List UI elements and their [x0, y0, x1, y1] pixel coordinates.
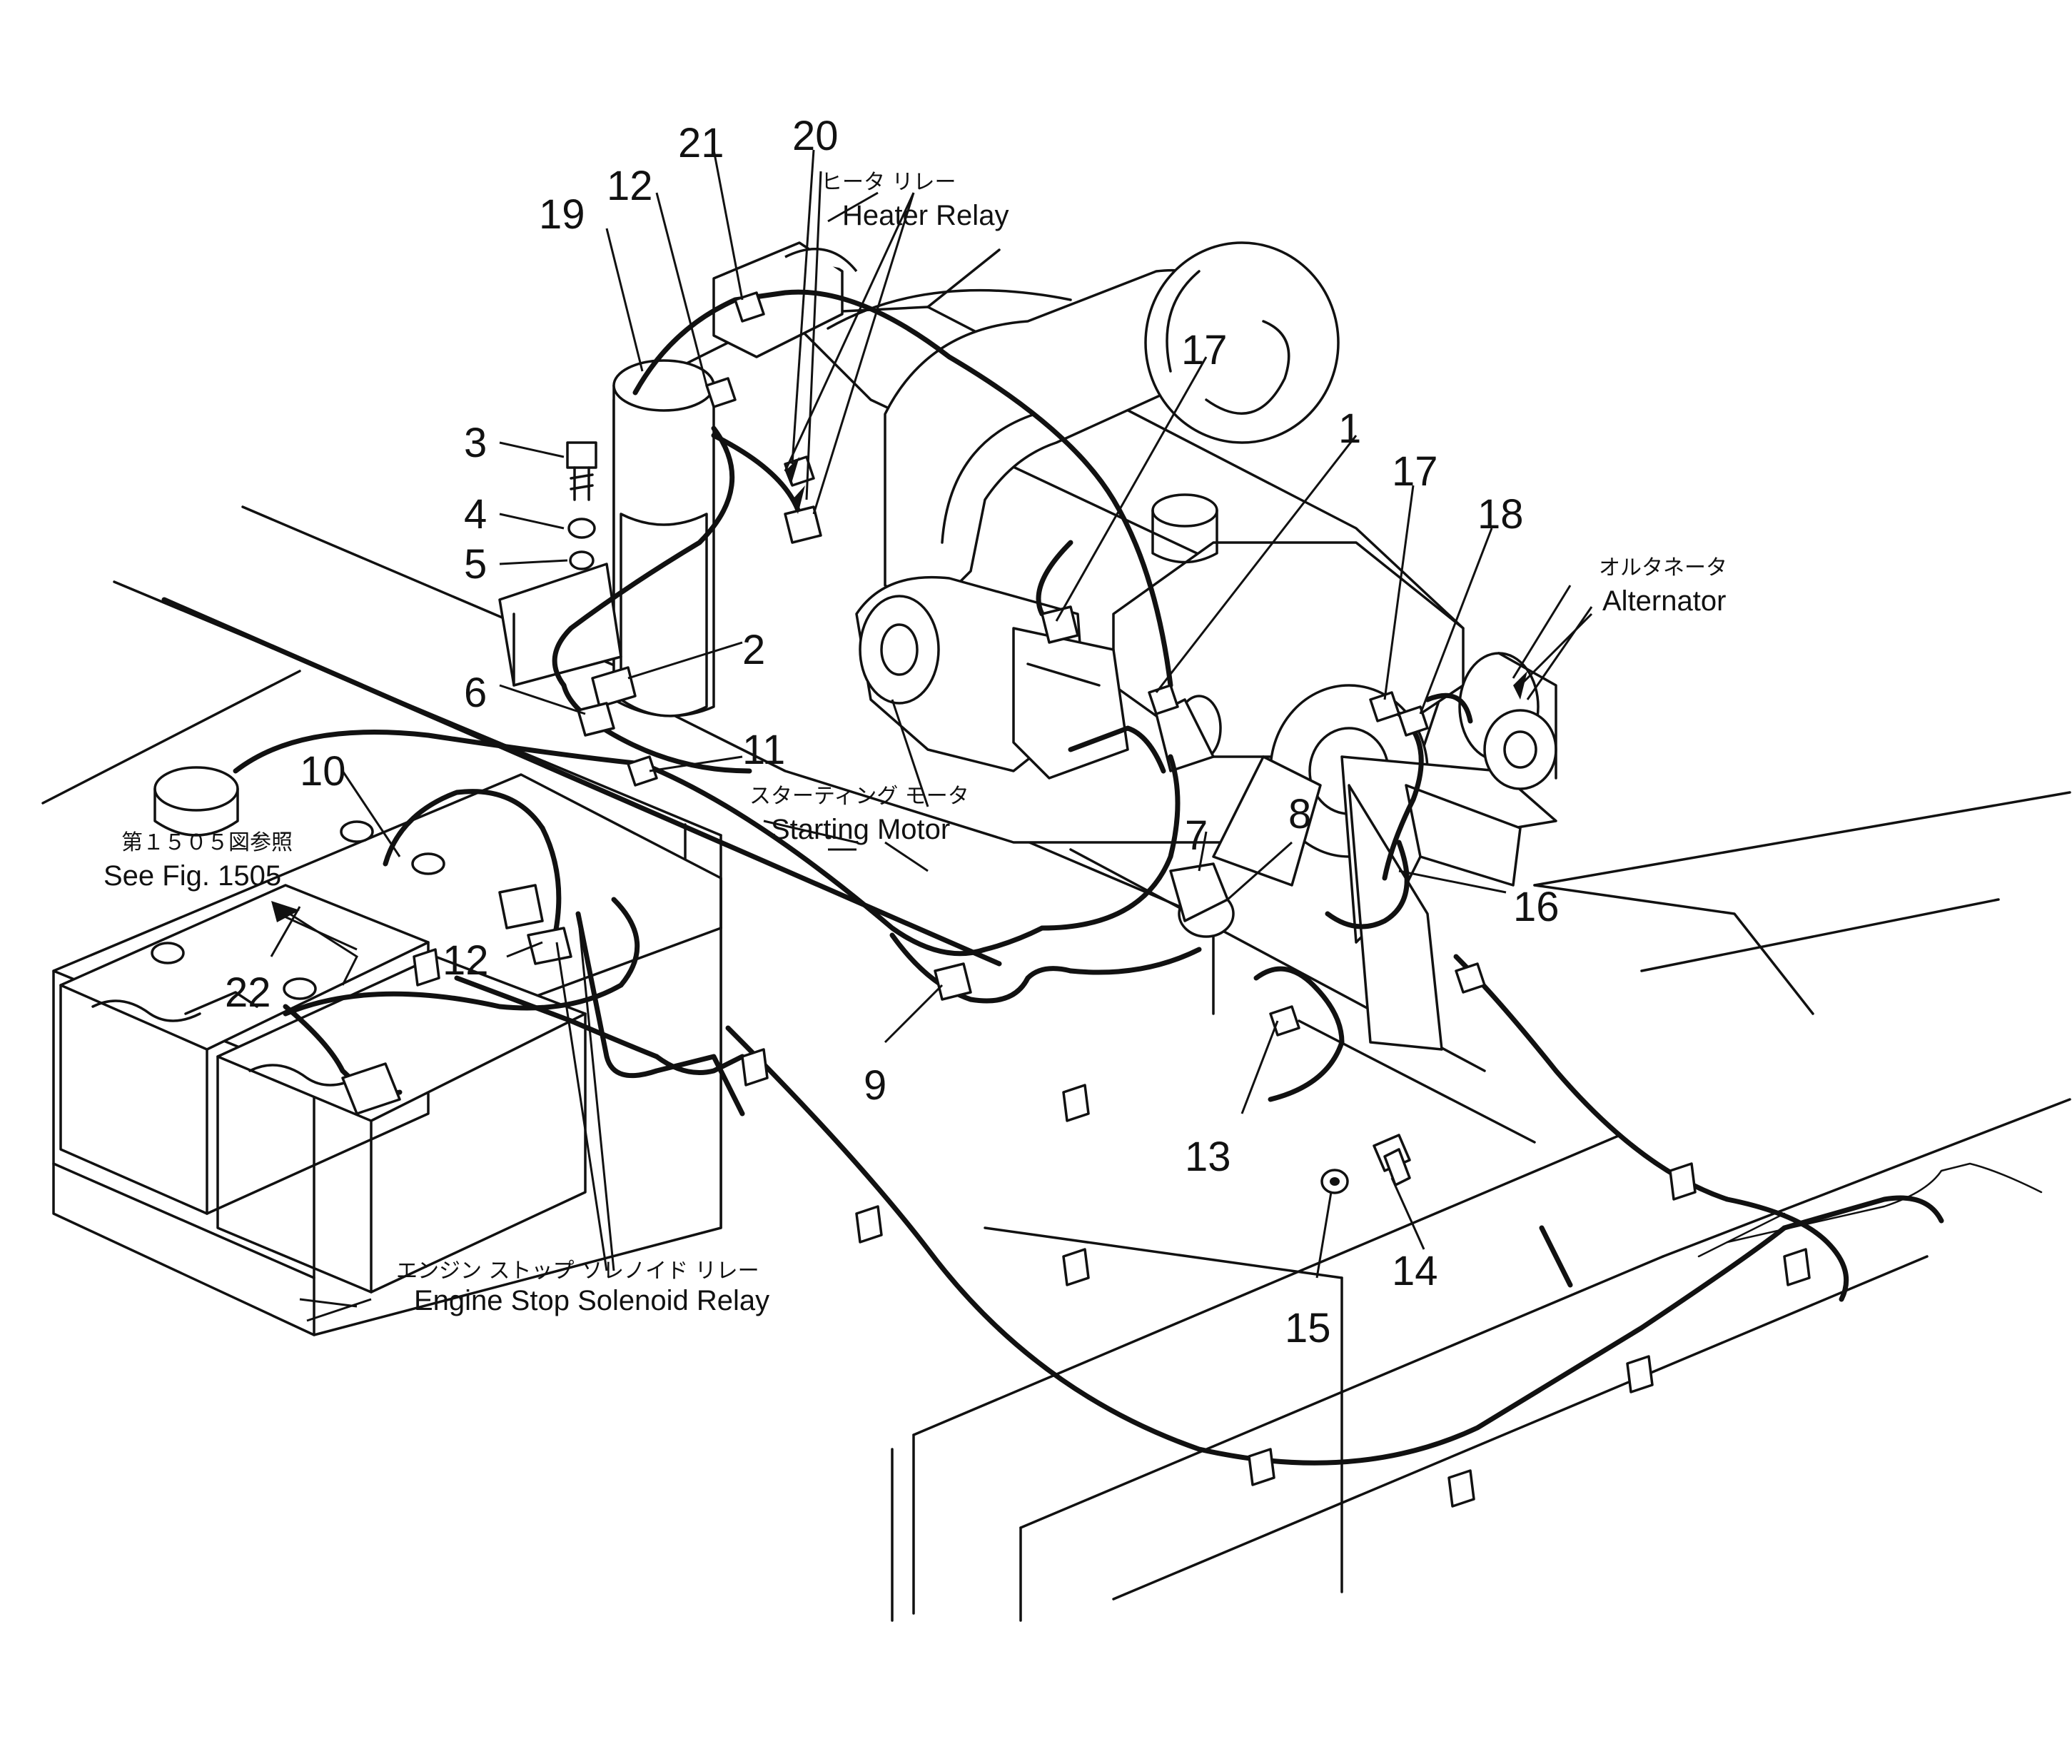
label-15: 15 [1285, 1305, 1331, 1351]
label-11: 11 [742, 727, 785, 773]
label-13: 13 [1185, 1134, 1231, 1180]
leader-lines [270, 149, 1593, 1322]
label-1: 1 [1338, 405, 1361, 452]
label-10: 10 [300, 748, 346, 795]
label-17-left: 17 [1181, 327, 1228, 373]
label-18: 18 [1477, 491, 1524, 538]
label-20: 20 [792, 113, 839, 159]
label-16: 16 [1513, 884, 1560, 930]
label-19: 19 [539, 191, 585, 238]
label-8: 8 [1288, 791, 1311, 837]
callout-labels: ヒータ リレー Heater Relay オルタネータ Alternator ス… [103, 170, 1727, 1316]
label-21: 21 [678, 120, 724, 166]
starting-motor-jp-label: スターティング モータ [749, 784, 969, 809]
see-fig-jp-label: 第１５０５図参照 [121, 830, 293, 855]
wiring-harness [233, 289, 2043, 1508]
label-5: 5 [464, 541, 487, 588]
alternator-jp-label: オルタネータ [1599, 555, 1727, 580]
label-7: 7 [1185, 812, 1208, 859]
alternator-en-label: Alternator [1602, 585, 1726, 617]
engine-stop-en-label: Engine Stop Solenoid Relay [414, 1285, 769, 1316]
label-22: 22 [225, 969, 271, 1016]
heater-relay-en-label: Heater Relay [842, 200, 1009, 231]
label-3: 3 [464, 420, 487, 466]
label-4: 4 [464, 491, 487, 538]
label-9: 9 [864, 1062, 886, 1109]
part-number-labels: 21 20 12 19 3 4 5 2 6 11 10 12 22 9 17 1… [225, 113, 1560, 1351]
engine-block [498, 241, 1557, 1194]
heater-relay-jp-label: ヒータ リレー [821, 170, 956, 195]
battery-box [52, 597, 1002, 1336]
label-6: 6 [464, 670, 487, 716]
see-fig-en-label: See Fig. 1505 [103, 860, 281, 892]
starting-motor-en-label: Starting Motor [771, 814, 950, 845]
label-14: 14 [1392, 1248, 1438, 1294]
label-17-right: 17 [1392, 448, 1438, 495]
engine-stop-jp-label: エンジン ストップ ソレノイド リレー [396, 1259, 759, 1284]
label-2: 2 [742, 627, 765, 673]
label-12-top: 12 [607, 163, 653, 209]
label-12-bottom: 12 [443, 937, 489, 984]
